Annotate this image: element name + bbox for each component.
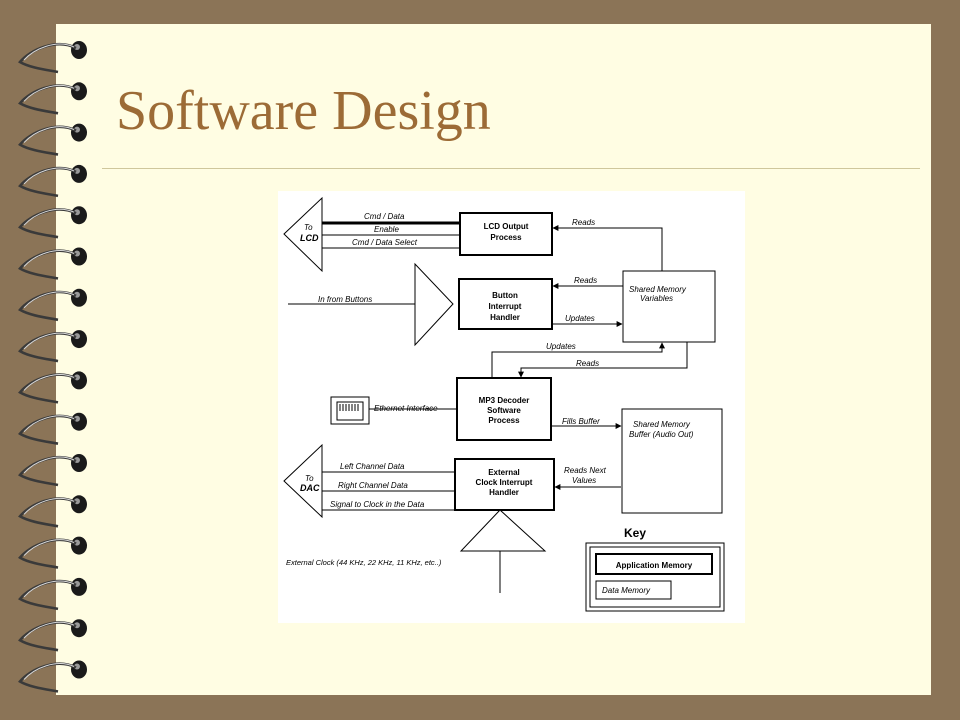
binding-ring bbox=[18, 123, 87, 156]
lcd-output-line1: LCD Output bbox=[484, 222, 529, 231]
lcd-output-line2: Process bbox=[490, 233, 522, 242]
title-divider bbox=[102, 168, 920, 169]
reads-button-label: Reads bbox=[574, 276, 597, 285]
key-legend: Key Application Memory Data Memory bbox=[585, 526, 725, 612]
binding-ring bbox=[18, 41, 87, 74]
ethernet-interface-label: Ethernet Interface bbox=[374, 404, 438, 413]
binding-ring bbox=[18, 288, 87, 322]
lcd-port-to: To bbox=[304, 223, 313, 232]
mp3-decoder-line1: MP3 Decoder bbox=[479, 396, 530, 405]
reads-next-label-1: Reads Next bbox=[564, 466, 607, 475]
left-channel-label: Left Channel Data bbox=[340, 462, 405, 471]
binding-ring bbox=[18, 164, 87, 198]
key-application-memory: Application Memory bbox=[616, 561, 693, 570]
reads-mp3-arrow bbox=[518, 342, 688, 378]
binding-ring bbox=[18, 371, 87, 404]
mp3-decoder-process: MP3 Decoder Software Process bbox=[456, 377, 552, 441]
shared-memory-buffer: Shared Memory Buffer (Audio Out) bbox=[621, 408, 723, 514]
binding-ring bbox=[18, 495, 87, 528]
button-handler-line2: Interrupt bbox=[489, 302, 522, 311]
right-channel-label: Right Channel Data bbox=[338, 481, 408, 490]
binding-ring bbox=[18, 536, 87, 569]
reads-mp3-label: Reads bbox=[576, 359, 599, 368]
binding-ring bbox=[18, 206, 87, 239]
lcd-port: To LCD bbox=[283, 196, 323, 273]
button-input-buffer bbox=[414, 262, 454, 347]
reads-lcd-label: Reads bbox=[572, 218, 595, 227]
ethernet-jack-icon bbox=[330, 396, 370, 425]
updates-mp3-label: Updates bbox=[546, 342, 576, 351]
button-interrupt-handler: Button Interrupt Handler bbox=[458, 278, 553, 330]
clock-handler-line2: Clock Interrupt bbox=[476, 478, 533, 487]
binding-ring bbox=[18, 82, 87, 115]
dac-port-to: To bbox=[305, 474, 314, 483]
dac-port: To DAC bbox=[283, 443, 323, 519]
cmd-data-label: Cmd / Data bbox=[364, 212, 405, 221]
updates-button-label: Updates bbox=[565, 314, 595, 323]
binding-ring bbox=[18, 577, 87, 611]
external-clock-label: External Clock (44 KHz, 22 KHz, 11 KHz, … bbox=[286, 558, 442, 567]
binding-ring bbox=[18, 660, 87, 693]
software-design-diagram: To LCD Cmd / Data Enable Cmd / Data Sele… bbox=[278, 191, 745, 623]
enable-label: Enable bbox=[374, 225, 399, 234]
spiral-binding bbox=[18, 41, 87, 693]
lcd-output-process: LCD Output Process bbox=[459, 212, 553, 256]
reads-lcd-arrow bbox=[552, 225, 663, 271]
binding-ring bbox=[18, 247, 87, 280]
slide-title: Software Design bbox=[116, 80, 491, 142]
cmd-data-select-label: Cmd / Data Select bbox=[352, 238, 418, 247]
signal-clock-label: Signal to Clock in the Data bbox=[330, 500, 425, 509]
updates-mp3-arrow bbox=[491, 342, 665, 378]
in-from-buttons-label: In from Buttons bbox=[318, 295, 372, 304]
key-data-memory: Data Memory bbox=[602, 586, 651, 595]
shared-buffer-line2: Buffer (Audio Out) bbox=[629, 430, 694, 439]
key-title: Key bbox=[624, 526, 646, 540]
fills-buffer-label: Fills Buffer bbox=[562, 417, 600, 426]
external-clock-interrupt-handler: External Clock Interrupt Handler bbox=[454, 458, 555, 511]
clock-handler-line1: External bbox=[488, 468, 520, 477]
reads-next-label-2: Values bbox=[572, 476, 596, 485]
shared-vars-line1: Shared Memory bbox=[629, 285, 687, 294]
clock-input-buffer bbox=[459, 509, 547, 552]
button-handler-line1: Button bbox=[492, 291, 518, 300]
mp3-decoder-line3: Process bbox=[488, 416, 520, 425]
lcd-port-name: LCD bbox=[300, 233, 319, 243]
binding-ring bbox=[18, 454, 87, 487]
shared-memory-variables: Shared Memory Variables bbox=[622, 270, 716, 343]
binding-ring bbox=[18, 330, 87, 363]
shared-vars-line2: Variables bbox=[640, 294, 673, 303]
binding-ring bbox=[18, 619, 87, 652]
button-handler-line3: Handler bbox=[490, 313, 520, 322]
shared-buffer-line1: Shared Memory bbox=[633, 420, 691, 429]
binding-ring bbox=[18, 412, 87, 445]
dac-port-name: DAC bbox=[300, 483, 320, 493]
mp3-decoder-line2: Software bbox=[487, 406, 521, 415]
clock-handler-line3: Handler bbox=[489, 488, 519, 497]
